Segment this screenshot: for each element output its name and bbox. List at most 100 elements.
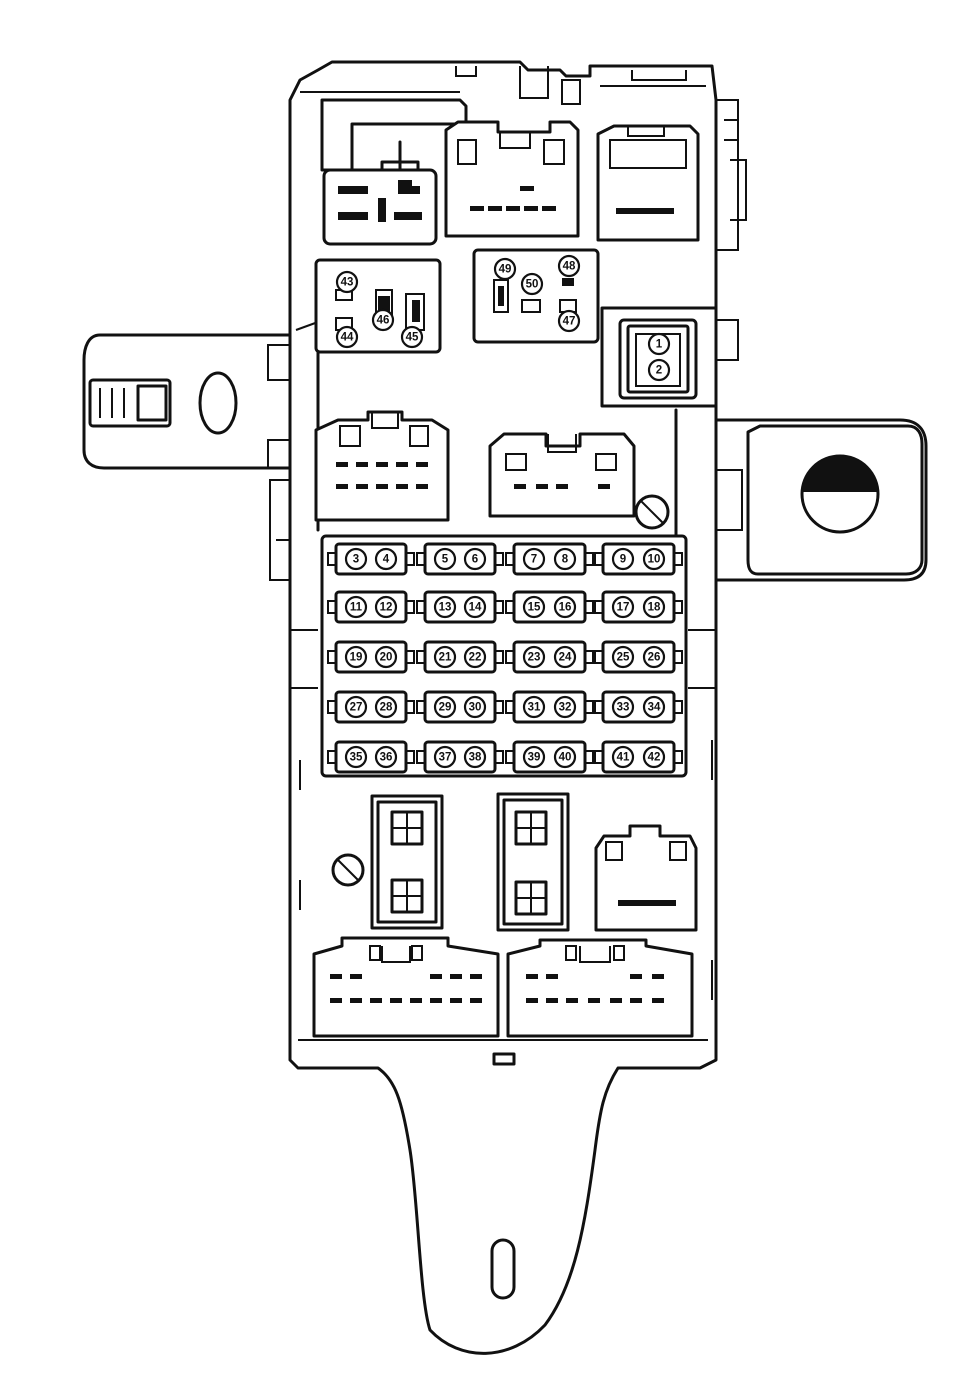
pin-number: 10	[648, 554, 661, 566]
pin-label-32: 32	[553, 695, 577, 719]
pin-number: 49	[499, 264, 512, 276]
pin-label-47: 47	[557, 309, 581, 333]
pin-label-10: 10	[642, 547, 666, 571]
pin-number: 42	[648, 752, 661, 764]
pin-label-23: 23	[522, 645, 546, 669]
pin-circle	[344, 745, 368, 769]
pin-number: 50	[526, 279, 539, 291]
pin-number: 36	[380, 752, 393, 764]
fuse-slot-tab	[327, 750, 337, 764]
pin-label-5: 5	[433, 547, 457, 571]
pin-circle	[557, 254, 581, 278]
pin-label-37: 37	[433, 745, 457, 769]
fuse-slot-tab	[594, 552, 604, 566]
pin-circle	[463, 695, 487, 719]
pin-label-45: 45	[400, 325, 424, 349]
right-bracket	[714, 99, 928, 582]
fuse-slot-tab	[584, 600, 594, 614]
pin-circle	[642, 745, 666, 769]
pin-circle	[344, 695, 368, 719]
pin-label-38: 38	[463, 745, 487, 769]
fuse-slot-tab	[416, 700, 426, 714]
pin-number: 22	[469, 652, 482, 664]
pin-number: 37	[439, 752, 452, 764]
pin-number: 35	[350, 752, 363, 764]
pin-number: 8	[562, 554, 569, 566]
lower-right-connector	[594, 824, 698, 932]
fuse-slot-tab	[494, 650, 504, 664]
pin-circle	[553, 645, 577, 669]
fuse-slot-tab	[594, 600, 604, 614]
pin-label-7: 7	[522, 547, 546, 571]
pin-number: 26	[648, 652, 661, 664]
pin-number: 17	[617, 602, 630, 614]
pin-circle	[374, 745, 398, 769]
pin-number: 44	[341, 332, 354, 344]
pin-label-42: 42	[642, 745, 666, 769]
pin-number: 46	[377, 315, 390, 327]
pin-number: 24	[559, 652, 572, 664]
pin-label-36: 36	[374, 745, 398, 769]
pin-number: 14	[469, 602, 482, 614]
pin-number: 19	[350, 652, 363, 664]
fuse-slot-tab	[416, 552, 426, 566]
top-relay-connector	[320, 98, 468, 246]
fuse-slot-tab	[584, 552, 594, 566]
fuse-slot-tab	[505, 552, 515, 566]
pin-number: 20	[380, 652, 393, 664]
pin-circle	[557, 309, 581, 333]
fuse-slot-tab	[327, 700, 337, 714]
pin-circle	[522, 547, 546, 571]
pin-circle	[611, 745, 635, 769]
lower-relay-left	[331, 794, 444, 930]
pin-number: 31	[528, 702, 541, 714]
pin-circle	[344, 645, 368, 669]
left-bracket	[82, 333, 292, 581]
pin-number: 48	[563, 261, 576, 273]
top-center-connector	[444, 120, 580, 238]
pin-circle	[433, 645, 457, 669]
fuse-slot-tab	[416, 650, 426, 664]
fuse-slot-tab	[584, 700, 594, 714]
fuse-slot-tab	[405, 600, 415, 614]
pin-label-15: 15	[522, 595, 546, 619]
pin-circle	[374, 645, 398, 669]
pin-number: 6	[472, 554, 478, 566]
pin-label-18: 18	[642, 595, 666, 619]
fuse-slot-tab	[416, 600, 426, 614]
fuse-slot-tab	[584, 750, 594, 764]
pin-circle	[463, 645, 487, 669]
pin-number: 18	[648, 602, 661, 614]
fuse-slot-tab	[505, 750, 515, 764]
pin-circle	[553, 745, 577, 769]
pin-number: 1	[656, 339, 663, 351]
pin-label-24: 24	[553, 645, 577, 669]
pin-number: 47	[563, 316, 576, 328]
pin-number: 23	[528, 652, 541, 664]
pin-label-26: 26	[642, 645, 666, 669]
pin-number: 12	[380, 602, 393, 614]
fuse-slot-tab	[594, 700, 604, 714]
pin-circle	[374, 595, 398, 619]
fuse-slot-tab	[405, 552, 415, 566]
pin-label-1: 1	[647, 332, 671, 356]
pin-label-20: 20	[374, 645, 398, 669]
pin-label-8: 8	[553, 547, 577, 571]
pin-number: 28	[380, 702, 393, 714]
pin-circle	[522, 745, 546, 769]
pin-circle	[400, 325, 424, 349]
pin-label-13: 13	[433, 595, 457, 619]
pin-number: 29	[439, 702, 452, 714]
fuse-slot-tab	[416, 750, 426, 764]
fuse-slot-tab	[327, 552, 337, 566]
pin-circle	[374, 695, 398, 719]
pin-circle	[520, 272, 544, 296]
pin-label-6: 6	[463, 547, 487, 571]
pin-circle	[642, 645, 666, 669]
fuse-slot-tab	[405, 700, 415, 714]
pin-number: 34	[648, 702, 661, 714]
bottom-right-connector	[506, 938, 694, 1038]
pin-number: 43	[341, 277, 354, 289]
